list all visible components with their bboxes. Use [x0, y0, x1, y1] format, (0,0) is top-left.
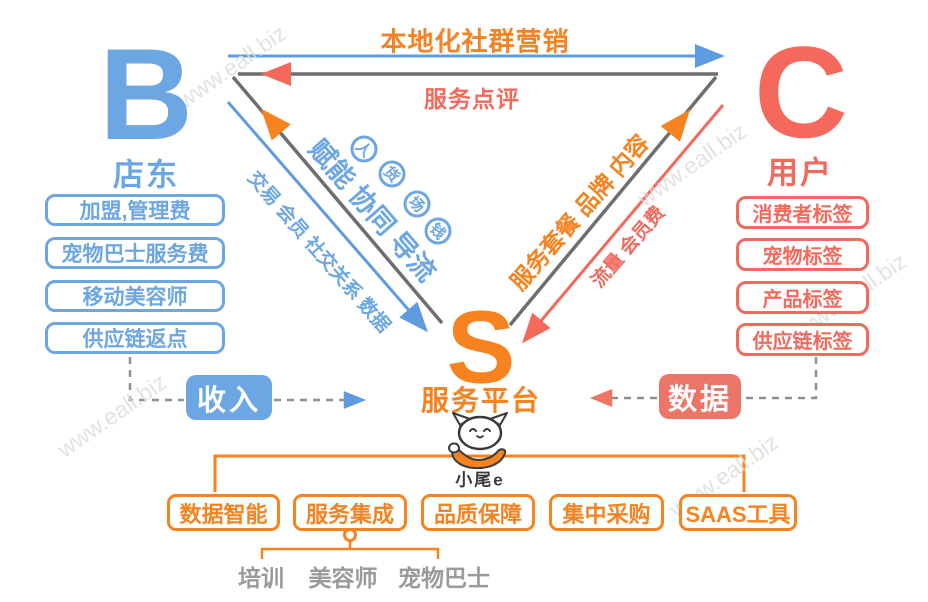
- node-s-letter: S: [446, 289, 516, 405]
- platform-service-box: 品质保障: [421, 494, 535, 531]
- platform-service-box: 数据智能: [167, 494, 280, 531]
- dash-income-left: [128, 357, 184, 402]
- dash-data-right: [743, 357, 818, 400]
- dashed-connectors: [128, 357, 818, 409]
- arrowhead-s-to-c-orange: [660, 109, 690, 142]
- node-b-letter: B: [99, 21, 193, 167]
- fox-mascot-icon: [448, 412, 508, 470]
- service-child-label: 美容师: [308, 565, 378, 591]
- c-item-box: 宠物标签: [736, 238, 869, 271]
- service-child-label: 培训: [238, 565, 284, 591]
- mascot-mouth: [476, 435, 484, 439]
- platform-service-box: SAAS工具: [679, 494, 797, 531]
- b-item-box: 加盟,管理费: [45, 194, 225, 226]
- tree-connector-dot: [343, 528, 357, 542]
- c-item-box: 供应链标签: [736, 323, 869, 356]
- node-s-label: 服务平台: [420, 385, 542, 416]
- c-item-box: 产品标签: [736, 281, 869, 314]
- node-c-label: 用户: [767, 155, 833, 191]
- service-child-label: 宠物巴士: [398, 565, 490, 591]
- b-item-box: 供应链返点: [45, 322, 225, 354]
- node-c-letter: C: [754, 19, 848, 165]
- platform-service-box: 服务集成: [293, 494, 407, 531]
- b-item-box: 宠物巴士服务费: [45, 237, 225, 269]
- arrowhead-s-to-b-orange: [260, 108, 291, 141]
- arrow-c-to-s-coral: [522, 104, 725, 344]
- mascot-tail-tip: [448, 442, 460, 454]
- platform-service-box: 集中采购: [549, 494, 664, 531]
- mascot-face: [457, 415, 503, 451]
- node-b-label: 店东: [113, 157, 179, 193]
- edge-label-c-to-b: 服务点评: [424, 86, 520, 112]
- mascot-fox-tail: [451, 443, 507, 470]
- mascot-logo-name: 小尾e: [455, 470, 505, 490]
- edge-label-b-to-c: 本地化社群营销: [380, 26, 570, 57]
- b-item-box: 移动美容师: [45, 280, 225, 312]
- income-badge: 收入: [186, 375, 272, 420]
- tree-sub-bracket: [260, 540, 440, 559]
- platform-tree: [213, 454, 746, 559]
- mascot-right-eye: [483, 428, 491, 432]
- tree-main-bracket: [213, 454, 746, 492]
- mascot-left-eye: [469, 428, 477, 432]
- data-badge: 数据: [659, 374, 741, 419]
- c-item-box: 消费者标签: [736, 196, 869, 229]
